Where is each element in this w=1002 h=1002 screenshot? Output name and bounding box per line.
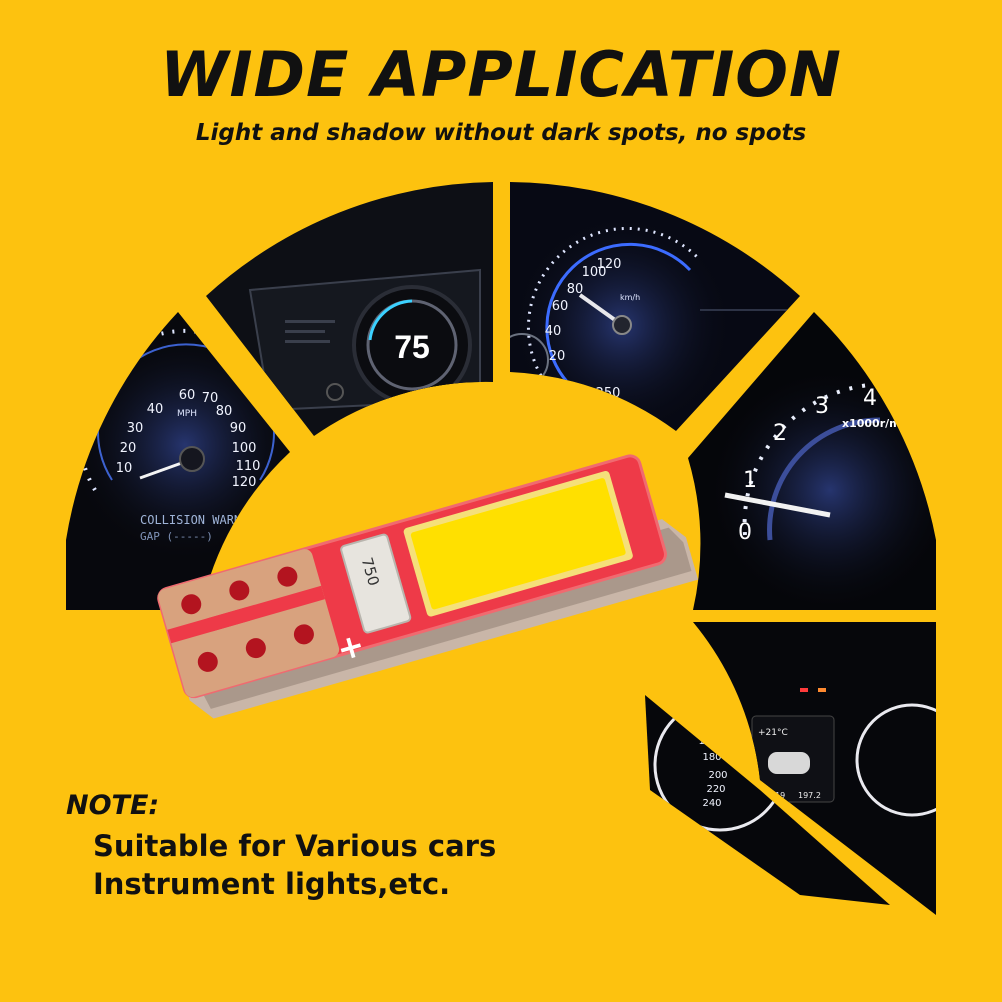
speedometer-tick-label: 60 [179, 388, 196, 403]
speedometer-tick-label: 30 [127, 421, 144, 436]
page-title: WIDE APPLICATION [160, 38, 842, 111]
kmh-gauge-tick-label: 80 [567, 282, 584, 297]
tachometer-tick-label: 0 [738, 520, 752, 545]
speedometer-tick-label: 10 [116, 461, 133, 476]
kmh-gauge-tick-label: 40 [545, 324, 562, 339]
digital-speed-value: 75 [394, 329, 430, 365]
cluster-speed-tick-label: 120 [679, 714, 698, 725]
speedometer-tick-label: 120 [232, 475, 257, 490]
speedometer-tick-label: 90 [230, 421, 247, 436]
cluster-speed-tick-label: 200 [708, 770, 727, 781]
speedometer-tick-label: 20 [120, 441, 137, 456]
speedometer-tick-label: 40 [147, 402, 164, 417]
page-subtitle: Light and shadow without dark spots, no … [195, 120, 807, 146]
cluster-speed-tick-label: 240 [702, 798, 721, 809]
kmh-gauge-tick-label: 20 [549, 349, 566, 364]
odometer-value: 197.2 [798, 791, 821, 800]
speedometer-tick-label: 100 [232, 441, 257, 456]
kmh-gauge-tick-label: 250 [596, 386, 621, 401]
tachometer-tick-label: 4 [863, 386, 877, 411]
speedometer-tick-label: 80 [216, 404, 233, 419]
cluster-speed-tick-label: 160 [698, 736, 717, 747]
unit-mph: MPH [177, 409, 197, 419]
unit-rpm: x1000r/min [842, 417, 912, 430]
tachometer-tick-label: 1 [743, 468, 757, 493]
speedometer-tick-label: 70 [202, 391, 219, 406]
tachometer-tick-label: 2 [773, 421, 787, 446]
speedometer-tick-label: 110 [236, 459, 261, 474]
unit-kmh: km/h [620, 293, 640, 302]
temperature-text: +21°C [758, 728, 788, 738]
led-bulb-product: 750 + [157, 454, 699, 719]
collision-warning-text: COLLISION WARN [140, 513, 241, 527]
cluster-speed-tick-label: 180 [702, 752, 721, 763]
note-title: NOTE: [66, 790, 160, 821]
cluster-speed-tick-label: 220 [706, 784, 725, 795]
tachometer-tick-label: 3 [815, 394, 829, 419]
note-text: Suitable for Various cars Instrument lig… [93, 829, 497, 901]
fuel-e-label: E [325, 488, 334, 504]
cluster-speed-tick-label: 140 [698, 720, 717, 731]
kmh-gauge-tick-label: 60 [552, 299, 569, 314]
kmh-gauge-tick-label: 120 [597, 257, 622, 272]
gap-text: GAP (-----) [140, 530, 213, 543]
trip-value: 219 [770, 791, 785, 800]
kmh-gauge-tick-label: 100 [582, 265, 607, 280]
